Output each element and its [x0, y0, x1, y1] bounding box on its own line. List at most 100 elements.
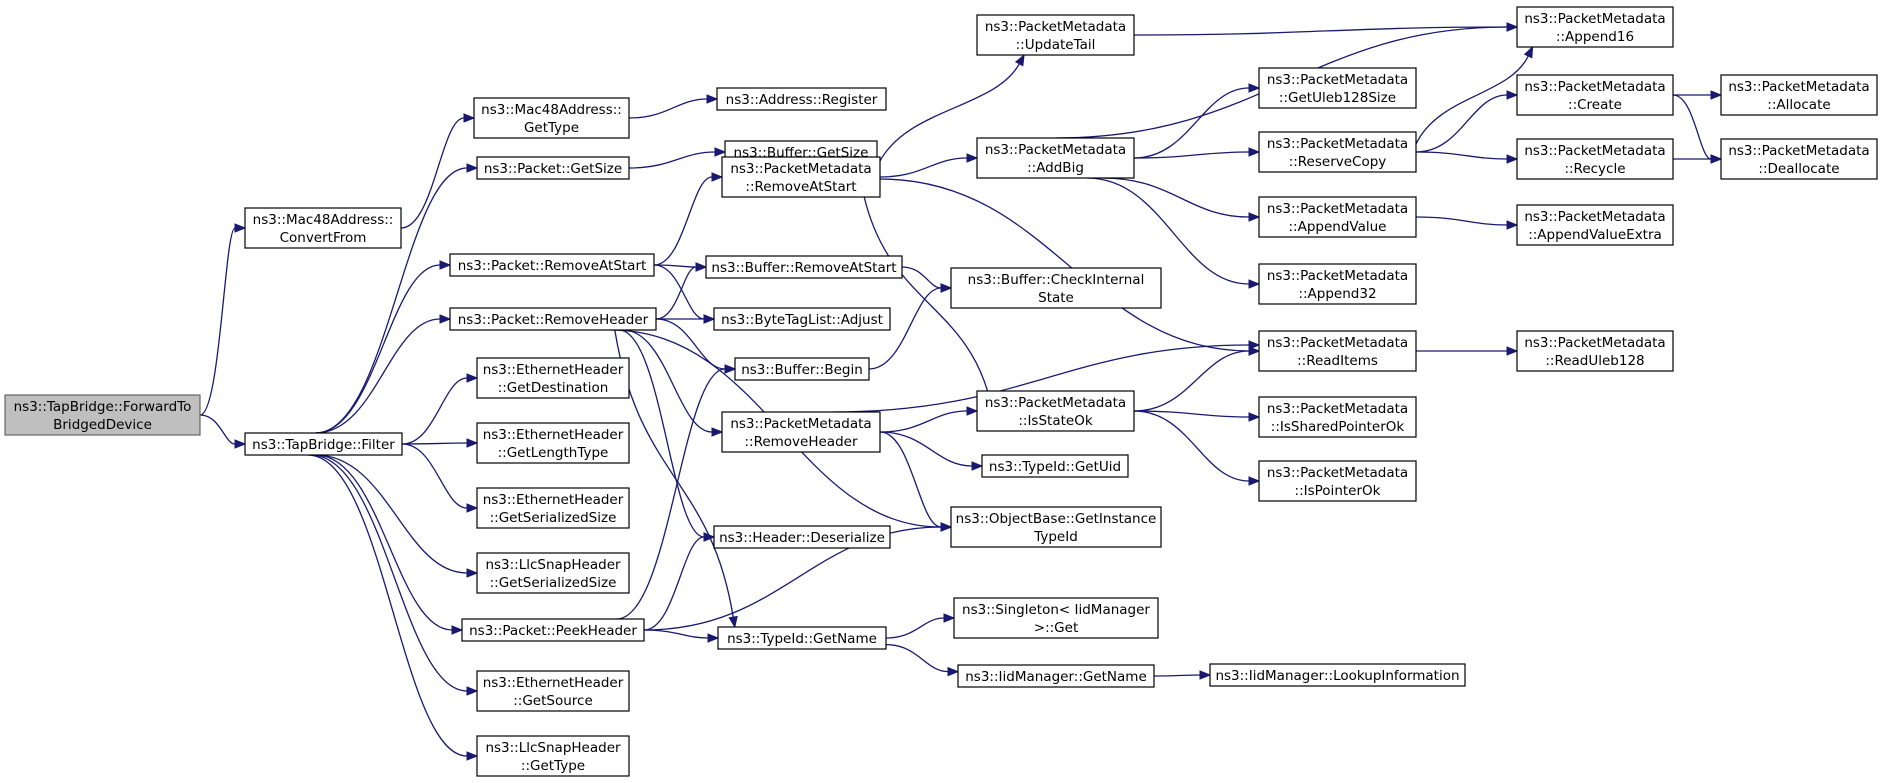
node-box: [476, 552, 630, 594]
node-label-line: ns3::Buffer::Begin: [741, 362, 863, 378]
node-eth-getdest[interactable]: ns3::EthernetHeader::GetDestination: [476, 357, 630, 399]
node-label-line: ns3::Mac48Address::: [481, 102, 622, 118]
arrowhead-iid_getname-to-iid_lookup: [1199, 670, 1212, 680]
arrowhead-filter-to-pkt_removeatstart: [439, 260, 452, 270]
arrowhead-filter-to-llc_gettype: [466, 751, 479, 761]
node-box: [976, 137, 1135, 179]
node-pm-recycle[interactable]: ns3::PacketMetadata::Recycle: [1516, 138, 1674, 180]
node-label-line: ns3::Packet::PeekHeader: [469, 623, 637, 639]
edge-pm_removeatstart-to-pm_readitems: [879, 178, 1250, 352]
node-label-line: ns3::EthernetHeader: [483, 675, 624, 691]
node-label-line: ::AddBig: [1027, 160, 1084, 176]
node-label-line: >::Get: [1034, 620, 1078, 636]
node-box: [1516, 74, 1674, 116]
edge-filter-to-eth_getsource: [310, 454, 468, 692]
edge-pkt_removeheader-to-buf_begin: [655, 318, 726, 370]
node-box: [734, 357, 870, 381]
node-label-line: ::GetSource: [513, 693, 593, 709]
node-pm-create[interactable]: ns3::PacketMetadata::Create: [1516, 74, 1674, 116]
node-pm-isstateok[interactable]: ns3::PacketMetadata::IsStateOk: [976, 390, 1135, 432]
node-pm-appendvalueextra[interactable]: ns3::PacketMetadata::AppendValueExtra: [1516, 204, 1674, 246]
node-box: [717, 626, 887, 650]
node-pm-isptrok[interactable]: ns3::PacketMetadata::IsPointerOk: [1258, 460, 1417, 502]
node-pkt-getsize[interactable]: ns3::Packet::GetSize: [476, 156, 630, 180]
edge-buf_begin-to-buf_checkinternal: [868, 287, 942, 370]
node-pm-readuleb[interactable]: ns3::PacketMetadata::ReadUleb128: [1516, 330, 1674, 372]
node-btl-adjust[interactable]: ns3::ByteTagList::Adjust: [713, 307, 891, 331]
arrowhead-buf_begin-to-buf_checkinternal: [940, 283, 953, 293]
node-hdr-deserialize[interactable]: ns3::Header::Deserialize: [713, 525, 891, 549]
edge-filter-to-pkt_getsize: [315, 167, 468, 434]
node-typeid-getuid[interactable]: ns3::TypeId::GetUid: [981, 454, 1129, 478]
node-pm-appendvalue[interactable]: ns3::PacketMetadata::AppendValue: [1258, 196, 1417, 238]
node-buf-begin[interactable]: ns3::Buffer::Begin: [734, 357, 870, 381]
edge-pm_isstateok-to-pm_issharedptr: [1133, 410, 1250, 418]
node-iid-getname[interactable]: ns3::IidManager::GetName: [957, 664, 1155, 688]
node-filter[interactable]: ns3::TapBridge::Filter: [244, 432, 403, 456]
node-eth-getlentype[interactable]: ns3::EthernetHeader::GetLengthType: [476, 422, 630, 464]
edge-pm_addbig-to-pm_reservecopy: [1133, 151, 1250, 159]
node-label-line: ::GetLengthType: [498, 445, 609, 461]
node-pm-removeheader[interactable]: ns3::PacketMetadata::RemoveHeader: [721, 411, 881, 453]
arrowhead-pkt_removeheader-to-pm_removeheader: [711, 427, 724, 437]
node-pm-getuleb[interactable]: ns3::PacketMetadata::GetUleb128Size: [1258, 67, 1417, 109]
node-buf-removeatstart[interactable]: ns3::Buffer::RemoveAtStart: [705, 255, 903, 279]
node-pkt-removeatstart[interactable]: ns3::Packet::RemoveAtStart: [449, 253, 655, 277]
arrowhead-pm_isstateok-to-pm_readitems: [1248, 346, 1261, 356]
edge-mac_convert-to-mac_gettype: [400, 117, 465, 229]
arrowhead-filter-to-eth_getdest: [466, 373, 479, 383]
node-box: [976, 14, 1135, 56]
node-pm-issharedptr[interactable]: ns3::PacketMetadata::IsSharedPointerOk: [1258, 396, 1417, 438]
node-pm-allocate[interactable]: ns3::PacketMetadata::Allocate: [1720, 74, 1878, 116]
edge-pm_removeheader-to-objbase_getinst: [879, 431, 942, 528]
node-label-line: ns3::TapBridge::ForwardTo: [14, 399, 192, 415]
edge-pkt_peekheader-to-hdr_deserialize: [643, 536, 705, 631]
node-label-line: ::AppendValue: [1289, 219, 1387, 235]
node-pm-deallocate[interactable]: ns3::PacketMetadata::Deallocate: [1720, 138, 1878, 180]
node-addr-register[interactable]: ns3::Address::Register: [716, 87, 887, 111]
node-typeid-getname[interactable]: ns3::TypeId::GetName: [717, 626, 887, 650]
arrowhead-pm_addbig-to-pm_getuleb: [1248, 83, 1261, 93]
node-label-line: ::Append16: [1556, 29, 1634, 45]
node-label-line: ns3::Header::Deserialize: [719, 530, 885, 546]
node-label-line: ns3::PacketMetadata: [1524, 335, 1665, 351]
node-pm-updatetail[interactable]: ns3::PacketMetadata::UpdateTail: [976, 14, 1135, 56]
node-box: [1258, 67, 1417, 109]
node-pm-removeatstart[interactable]: ns3::PacketMetadata::RemoveAtStart: [721, 156, 881, 198]
edge-pm_updatetail-to-pm_append16: [1133, 26, 1508, 36]
node-llc-gettype[interactable]: ns3::LlcSnapHeader::GetType: [476, 735, 630, 777]
node-box: [1516, 6, 1674, 48]
node-mac-convert[interactable]: ns3::Mac48Address::ConvertFrom: [244, 207, 402, 249]
edge-pm_reservecopy-to-pm_create: [1415, 94, 1508, 153]
node-pm-reservecopy[interactable]: ns3::PacketMetadata::ReserveCopy: [1258, 131, 1417, 173]
edge-filter-to-pkt_removeheader: [315, 318, 441, 434]
node-eth-getsersize[interactable]: ns3::EthernetHeader::GetSerializedSize: [476, 487, 630, 529]
node-iid-lookup[interactable]: ns3::IidManager::LookupInformation: [1209, 663, 1466, 687]
node-eth-getsource[interactable]: ns3::EthernetHeader::GetSource: [476, 670, 630, 712]
arrowhead-mac_gettype-to-addr_register: [706, 94, 719, 104]
node-label-line: ::ReadUleb128: [1545, 353, 1644, 369]
arrowhead-filter-to-pkt_getsize: [466, 163, 479, 173]
node-pm-readitems[interactable]: ns3::PacketMetadata::ReadItems: [1258, 330, 1417, 372]
node-pm-append32[interactable]: ns3::PacketMetadata::Append32: [1258, 263, 1417, 305]
arrowhead-typeid_getname-to-iid_getname: [947, 666, 960, 677]
node-llc-getsersize[interactable]: ns3::LlcSnapHeader::GetSerializedSize: [476, 552, 630, 594]
arrowhead-pkt_peekheader-to-hdr_deserialize: [703, 532, 716, 542]
node-pkt-removeheader[interactable]: ns3::Packet::RemoveHeader: [449, 307, 657, 331]
node-pm-addbig[interactable]: ns3::PacketMetadata::AddBig: [976, 137, 1135, 179]
arrowhead-pm_removeatstart-to-pm_addbig: [966, 153, 979, 163]
node-label-line: ::Recycle: [1564, 161, 1625, 177]
node-box: [1720, 138, 1878, 180]
node-singleton-get[interactable]: ns3::Singleton< IidManager>::Get: [953, 597, 1159, 639]
node-label-line: ns3::IidManager::LookupInformation: [1215, 668, 1459, 684]
edge-pm_addbig-to-pm_appendvalue: [1102, 177, 1250, 218]
node-mac-gettype[interactable]: ns3::Mac48Address::GetType: [473, 97, 630, 139]
node-label-line: ns3::TypeId::GetName: [727, 631, 877, 647]
node-box: [476, 735, 630, 777]
edge-pkt_getsize-to-buf_getsize: [628, 151, 716, 169]
node-pkt-peekheader[interactable]: ns3::Packet::PeekHeader: [461, 618, 645, 642]
node-pm-append16[interactable]: ns3::PacketMetadata::Append16: [1516, 6, 1674, 48]
